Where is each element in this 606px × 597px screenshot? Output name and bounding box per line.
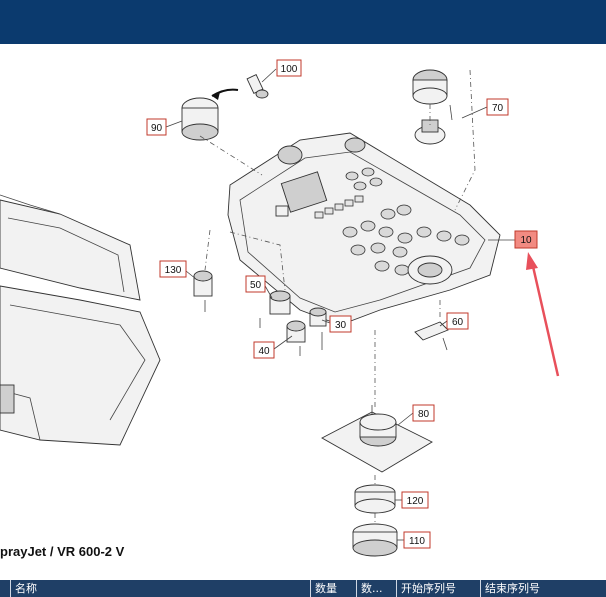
assembly-lines — [199, 69, 476, 524]
svg-text:30: 30 — [335, 320, 347, 331]
svg-text:80: 80 — [418, 409, 430, 420]
header-bar — [0, 0, 606, 44]
remote-control-body — [227, 132, 501, 326]
part-30-switch — [309, 307, 327, 350]
part-110-ring — [352, 523, 398, 557]
part-120-ring — [354, 484, 396, 514]
part-80-mounting-plate — [321, 405, 433, 473]
callout-90[interactable]: 90 — [146, 118, 167, 136]
svg-text:90: 90 — [151, 123, 163, 134]
callout-80[interactable]: 80 — [412, 404, 435, 422]
callout-leaders — [165, 68, 515, 541]
callout-100[interactable]: 100 — [276, 59, 302, 77]
part-50-switch — [259, 290, 291, 328]
part-100-cap — [211, 74, 269, 100]
callout-130[interactable]: 130 — [159, 260, 187, 278]
part-70-knob — [412, 69, 453, 145]
svg-text:50: 50 — [250, 280, 262, 291]
drawing-caption: prayJet / VR 600-2 V — [0, 544, 125, 559]
callout-10[interactable]: 10 — [514, 230, 538, 249]
callout-60[interactable]: 60 — [446, 312, 469, 330]
callout-50[interactable]: 50 — [245, 275, 266, 293]
svg-text:70: 70 — [492, 103, 504, 114]
column-header-end-serial[interactable]: 结束序列号 — [480, 580, 606, 597]
parts-table-header: 名称 数量 数... 开始序列号 结束序列号 — [0, 580, 606, 597]
column-header-quantity[interactable]: 数量 — [310, 580, 356, 597]
column-header-name[interactable]: 名称 — [10, 580, 310, 597]
svg-text:120: 120 — [407, 496, 424, 507]
callout-40[interactable]: 40 — [253, 341, 275, 359]
exploded-parts-diagram: 100 90 70 10 130 50 30 40 60 80 120 110 — [0, 59, 560, 557]
part-60-clip — [414, 321, 449, 351]
svg-text:130: 130 — [165, 265, 182, 276]
carrying-case — [0, 194, 161, 446]
svg-text:10: 10 — [520, 235, 532, 246]
callout-110[interactable]: 110 — [403, 531, 431, 549]
svg-text:110: 110 — [409, 536, 425, 547]
highlight-arrow — [526, 252, 560, 377]
part-40-switch — [286, 320, 306, 356]
part-90-joystick — [181, 97, 219, 141]
callout-120[interactable]: 120 — [401, 491, 429, 509]
column-header-start-serial[interactable]: 开始序列号 — [396, 580, 480, 597]
svg-text:100: 100 — [281, 64, 298, 75]
svg-text:60: 60 — [452, 317, 464, 328]
callout-30[interactable]: 30 — [329, 315, 352, 333]
part-130-connector — [193, 270, 213, 312]
column-header-unit[interactable]: 数... — [356, 580, 396, 597]
callout-70[interactable]: 70 — [486, 98, 509, 116]
svg-text:40: 40 — [258, 346, 270, 357]
